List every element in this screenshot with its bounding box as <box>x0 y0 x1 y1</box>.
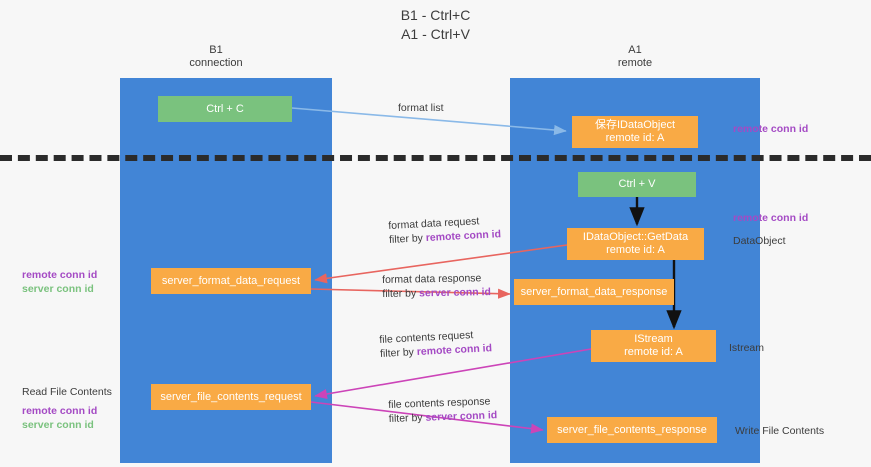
node-server-file-contents-request-label: server_file_contents_request <box>160 390 302 403</box>
side-label-write-file-contents: Write File Contents <box>735 425 825 437</box>
arrow-label-file-contents-response: file contents response filter by server … <box>388 394 497 426</box>
arrow-label-fdresp-key: server conn id <box>419 286 492 300</box>
column-a1-name: A1 <box>628 44 642 56</box>
side-label-left-bottom-remote: remote conn id <box>22 405 98 417</box>
node-istream-line2: remote id: A <box>624 346 683 358</box>
column-header-b1: B1 connection <box>156 44 276 70</box>
node-server-format-data-response[interactable]: server_format_data_response <box>514 279 674 305</box>
node-server-format-data-request-label: server_format_data_request <box>161 274 301 287</box>
node-getdata-line2: remote id: A <box>606 244 665 256</box>
arrow-file-contents-response <box>310 401 544 434</box>
node-ctrl-v[interactable]: Ctrl + V <box>578 172 696 197</box>
arrow-label-file-contents-request: file contents request filter by remote c… <box>379 327 492 361</box>
side-label-left-middle-remote: remote conn id <box>22 269 98 281</box>
arrow-label-format-data-response: format data response filter by server co… <box>382 271 491 301</box>
arrow-label-fdreq-key: remote conn id <box>425 228 502 245</box>
side-label-dataobject: DataObject <box>733 235 786 247</box>
arrow-label-fcreq-key: remote conn id <box>416 342 493 359</box>
side-label-right-middle: remote conn id DataObject <box>733 211 808 248</box>
side-label-left-middle-server: server conn id <box>22 283 94 295</box>
node-ctrl-c[interactable]: Ctrl + C <box>158 96 292 122</box>
node-server-file-contents-response[interactable]: server_file_contents_response <box>547 417 717 443</box>
node-getdata-line1: IDataObject::GetData <box>582 231 689 243</box>
side-label-read-file-contents: Read File Contents <box>22 386 112 398</box>
column-a1-role: remote <box>617 57 653 69</box>
side-label-right-top: remote conn id <box>733 123 809 135</box>
node-save-idataobject[interactable]: 保存IDataObject remote id: A <box>572 116 698 148</box>
arrow-label-fcreq-prefix: filter by <box>379 346 418 360</box>
node-ctrl-c-label: Ctrl + C <box>206 102 244 115</box>
arrow-format-list <box>291 107 567 136</box>
arrow-format-data-response <box>310 288 511 299</box>
side-label-left-middle: remote conn id server conn id <box>22 268 132 296</box>
side-label-right-middle-key: remote conn id <box>733 212 809 224</box>
arrow-label-fdresp-prefix: filter by <box>382 287 420 300</box>
node-idataobject-getdata[interactable]: IDataObject::GetData remote id: A <box>567 228 704 260</box>
node-istream[interactable]: IStream remote id: A <box>591 330 716 362</box>
diagram-title: B1 - Ctrl+C A1 - Ctrl+V <box>0 6 871 44</box>
node-save-idataobject-line1: 保存IDataObject <box>594 119 676 131</box>
arrow-label-format-data-request: format data request filter by remote con… <box>388 213 501 247</box>
arrow-label-fdresp-line2: filter by server conn id <box>382 285 491 301</box>
column-b1-name: B1 <box>209 44 223 56</box>
node-server-file-contents-response-label: server_file_contents_response <box>557 423 707 436</box>
title-line-2: A1 - Ctrl+V <box>401 26 470 42</box>
column-header-a1: A1 remote <box>575 44 695 70</box>
arrow-label-format-list: format list <box>398 101 444 115</box>
node-server-file-contents-request[interactable]: server_file_contents_request <box>151 384 311 410</box>
arrow-format-data-request <box>314 244 568 284</box>
arrow-label-fdreq-prefix: filter by <box>388 232 427 246</box>
node-server-format-data-response-label: server_format_data_response <box>520 285 668 298</box>
arrow-label-fcresp-prefix: filter by <box>388 411 426 425</box>
side-label-left-bottom: Read File Contents remote conn id server… <box>22 385 142 432</box>
arrow-label-format-list-text: format list <box>398 102 444 114</box>
node-ctrl-v-label: Ctrl + V <box>618 178 656 190</box>
title-line-1: B1 - Ctrl+C <box>400 7 471 23</box>
node-save-idataobject-line2: remote id: A <box>605 132 665 144</box>
arrow-label-fcresp-key: server conn id <box>425 409 498 424</box>
node-istream-line1: IStream <box>634 333 673 345</box>
column-b1-role: connection <box>189 57 243 69</box>
divider-dashed-line <box>0 155 871 161</box>
node-server-format-data-request[interactable]: server_format_data_request <box>151 268 311 294</box>
arrow-file-contents-request <box>314 348 592 400</box>
side-label-left-bottom-server: server conn id <box>22 419 94 431</box>
side-label-istream: Istream <box>729 342 765 354</box>
